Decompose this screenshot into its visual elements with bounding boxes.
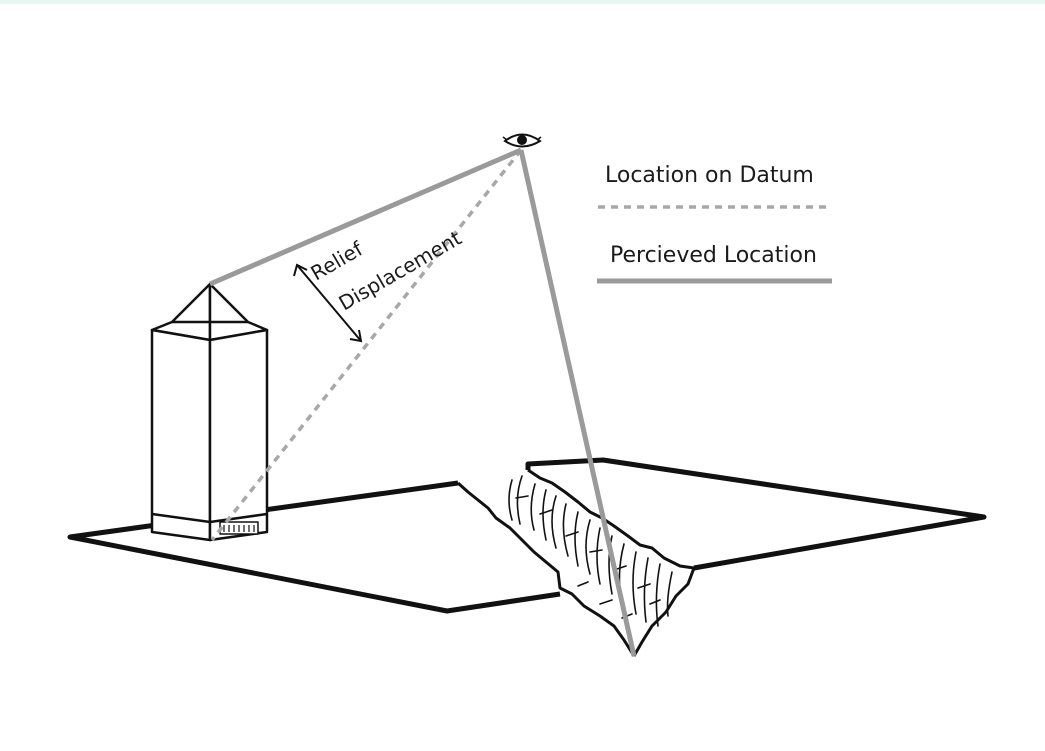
relief-displacement-label: Relief Displacement [307, 226, 466, 316]
datum-line-tower [210, 148, 523, 542]
perceived-line-canyon [518, 149, 637, 657]
relief-displacement-arrow [293, 263, 363, 343]
tower [150, 282, 269, 542]
legend: Location on Datum Percieved Location [597, 163, 832, 284]
canyon [456, 468, 696, 657]
perceived-line-tower [209, 147, 522, 287]
sight-lines [209, 147, 637, 657]
top-strip [0, 0, 1045, 4]
legend-perceived-label: Percieved Location [610, 243, 817, 268]
eye-icon [502, 133, 542, 148]
annotation-line1: Relief [307, 236, 368, 285]
legend-datum-label: Location on Datum [605, 163, 814, 188]
